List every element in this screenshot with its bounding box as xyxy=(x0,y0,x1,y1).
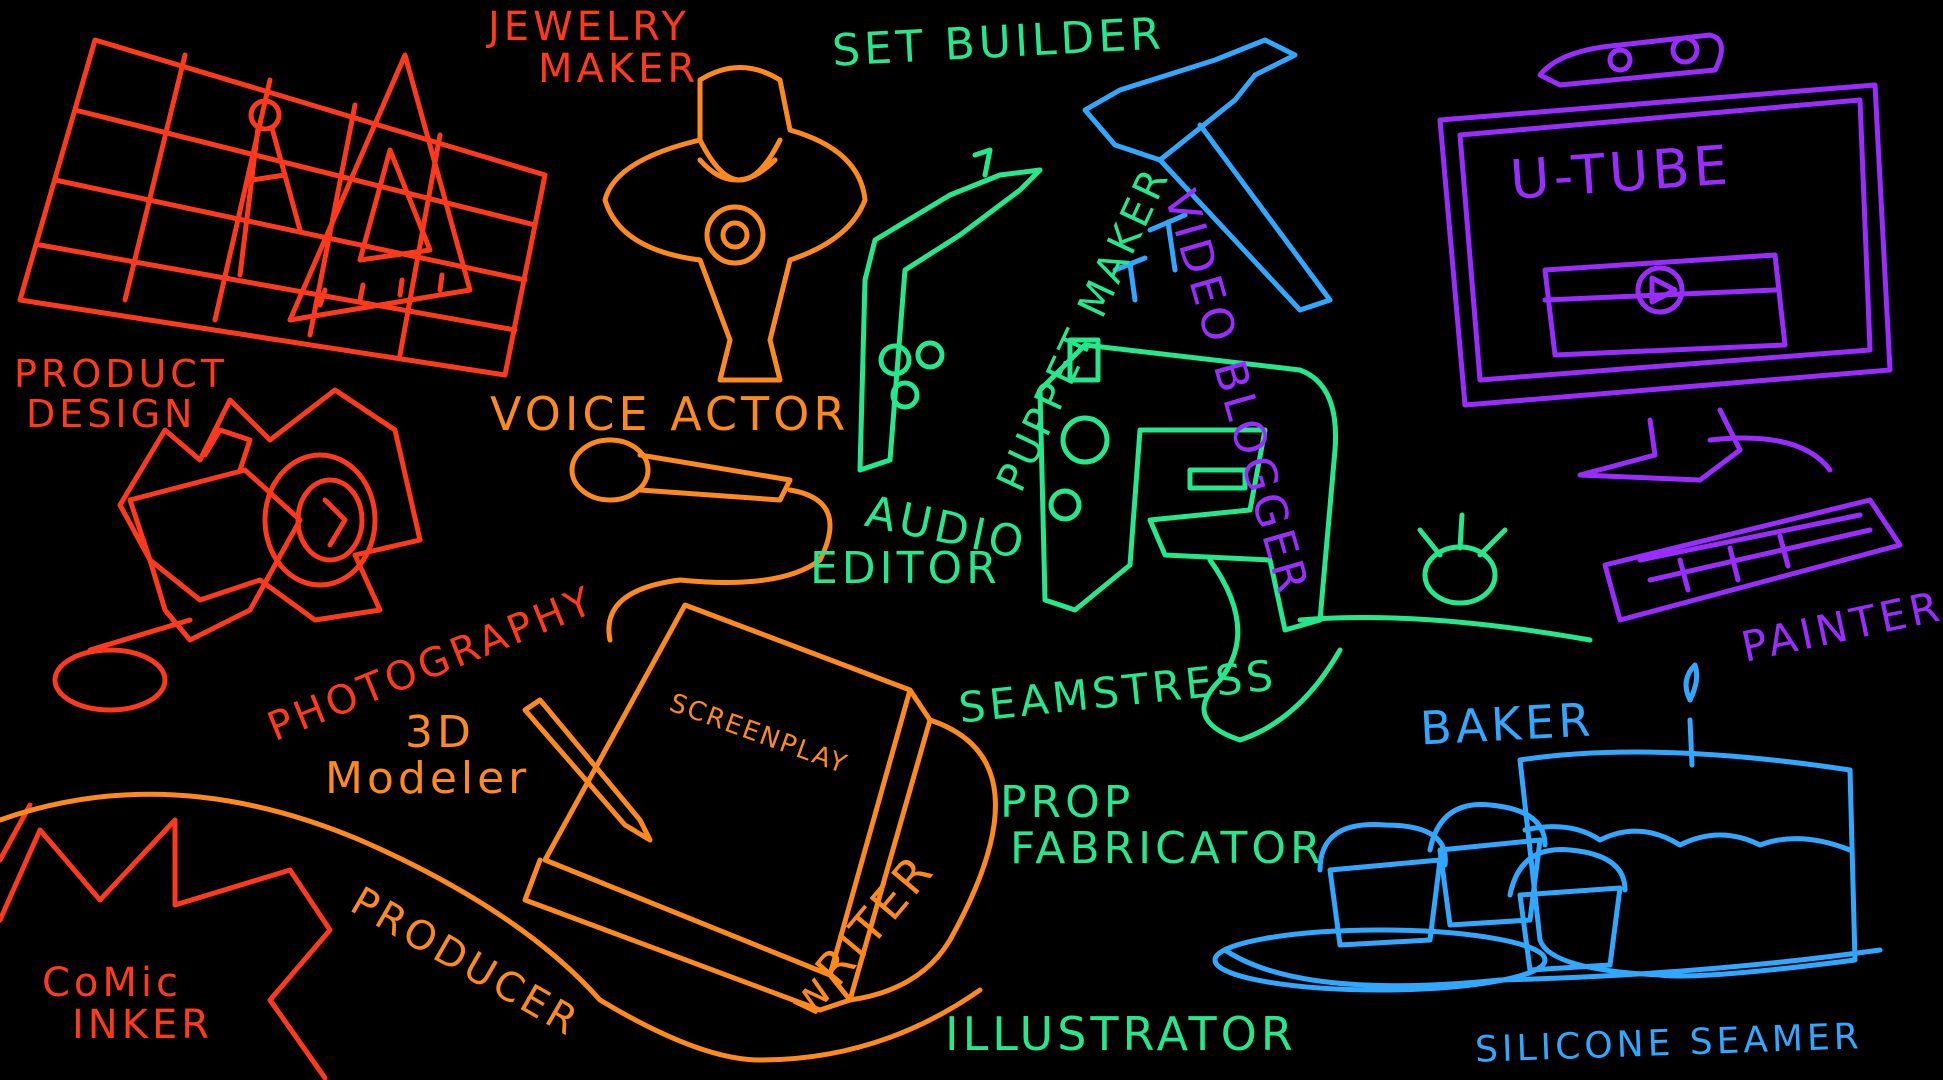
label-prop-fabricator: PROP FABRICATOR xyxy=(1000,777,1325,875)
drafting-grid-icon xyxy=(17,37,548,378)
label-baker: BAKER xyxy=(1418,692,1596,756)
label-jewelry-maker-line1: JEWELRY xyxy=(488,4,690,50)
puppet-hand-icon xyxy=(857,147,1043,473)
label-prop-fabricator-line1: PROP xyxy=(1000,777,1135,828)
label-product-design: PRODUCT DESIGN xyxy=(14,352,229,436)
label-illustrator: ILLUSTRATOR xyxy=(945,1007,1297,1061)
label-prop-fabricator-line2: FABRICATOR xyxy=(1010,823,1325,875)
label-product-design-line1: PRODUCT xyxy=(14,352,229,396)
label-audio-editor-line2: EDITOR xyxy=(810,543,1001,595)
play-icon xyxy=(1635,265,1685,315)
keyboard-icon xyxy=(1602,435,1903,623)
label-u-tube: U-TUBE xyxy=(1508,133,1734,212)
label-product-design-line2: DESIGN xyxy=(26,391,197,436)
label-jewelry-maker-line2: MAKER xyxy=(538,46,700,92)
label-audio-editor: AUDIO EDITOR xyxy=(810,486,1032,595)
label-3d-modeler-line2: Modeler xyxy=(325,753,531,805)
label-jewelry-maker: JEWELRY MAKER xyxy=(488,6,699,90)
camera-icon xyxy=(52,387,423,713)
label-voice-actor: VOICE ACTOR xyxy=(490,387,850,441)
pincushion-icon xyxy=(1417,512,1508,606)
necklace-bust-icon xyxy=(602,65,868,383)
screenplay-book-icon xyxy=(522,602,998,1013)
cupcakes-icon xyxy=(1212,802,1628,993)
nails-icon xyxy=(1112,212,1188,303)
hammer-icon xyxy=(1082,37,1333,313)
label-comic-inker: CoMic INKER xyxy=(42,962,213,1046)
compass-icon xyxy=(237,98,303,278)
label-comic-inker-line1: CoMic xyxy=(42,960,183,1006)
triangle-ruler-icon xyxy=(287,52,473,323)
birthday-cake-icon xyxy=(1222,662,1883,989)
label-comic-inker-line2: INKER xyxy=(72,1002,214,1048)
pencil-icon xyxy=(522,697,653,843)
label-3d-modeler: 3D Modeler xyxy=(325,707,531,805)
microphone-icon xyxy=(569,437,833,643)
sewing-machine-icon xyxy=(1037,337,1593,743)
label-3d-modeler-line1: 3D xyxy=(405,707,475,758)
webcam-monitor-icon xyxy=(1437,32,1893,483)
swoosh-shape-icon xyxy=(0,791,983,1063)
